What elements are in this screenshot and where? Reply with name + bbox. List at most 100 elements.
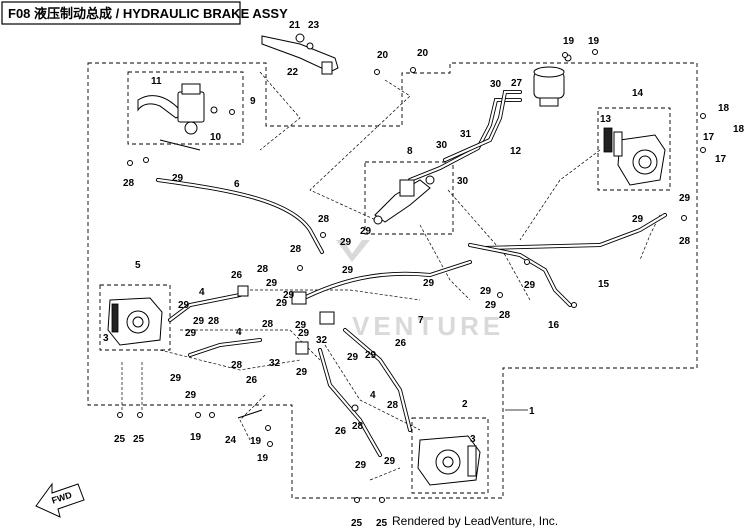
- callout-29: 29: [632, 214, 644, 225]
- callout-18: 18: [718, 103, 730, 114]
- callout-17: 17: [703, 132, 715, 143]
- callout-28: 28: [262, 319, 274, 330]
- callout-29: 29: [185, 390, 197, 401]
- callout-7: 7: [418, 315, 424, 326]
- callout-5: 5: [135, 260, 141, 271]
- assembly-frame: [87, 62, 698, 499]
- callout-29: 29: [384, 456, 396, 467]
- callout-29: 29: [172, 173, 184, 184]
- callout-20: 20: [377, 50, 389, 61]
- callout-28: 28: [208, 316, 220, 327]
- callout-13: 13: [600, 114, 612, 125]
- callout-1: 1: [529, 406, 535, 417]
- callout-14: 14: [632, 88, 644, 99]
- callout-2: 2: [462, 399, 468, 410]
- callout-28: 28: [257, 264, 269, 275]
- callout-29: 29: [342, 265, 354, 276]
- watermark: VENTURE: [336, 240, 504, 341]
- callout-3: 3: [470, 434, 476, 445]
- callout-29: 29: [295, 320, 307, 331]
- front-right-caliper: [417, 435, 481, 486]
- callout-15: 15: [598, 279, 610, 290]
- callout-29: 29: [193, 316, 205, 327]
- callout-29: 29: [170, 373, 182, 384]
- watermark-text: VENTURE: [352, 311, 504, 341]
- callout-3: 3: [103, 333, 109, 344]
- rigid-brake-lines: [408, 90, 522, 182]
- callout-20: 20: [417, 48, 429, 59]
- callout-29: 29: [679, 193, 691, 204]
- callout-28: 28: [290, 244, 302, 255]
- callout-11: 11: [151, 76, 162, 87]
- callout-26: 26: [231, 270, 243, 281]
- rear-caliper: [603, 127, 666, 186]
- callout-22: 22: [287, 67, 299, 78]
- callout-6: 6: [234, 179, 240, 190]
- callout-29: 29: [298, 328, 310, 339]
- callout-28: 28: [231, 360, 243, 371]
- callout-12: 12: [510, 146, 522, 157]
- title-block: F08 液压制动总成 / HYDRAULIC BRAKE ASSY: [1, 1, 288, 25]
- callout-25: 25: [351, 518, 363, 529]
- callout-29: 29: [480, 286, 492, 297]
- callout-31: 31: [460, 129, 472, 140]
- callout-28: 28: [123, 178, 135, 189]
- callout-27: 27: [511, 78, 523, 89]
- rear-caliper-detail-box: [597, 107, 671, 191]
- callout-28: 28: [352, 421, 364, 432]
- front-right-caliper-detail-box: [411, 417, 489, 494]
- callout-10: 10: [210, 132, 222, 143]
- tee-fittings: [237, 285, 335, 355]
- brake-fluid-reservoir: [533, 54, 572, 107]
- callout-29: 29: [296, 367, 308, 378]
- callout-28: 28: [318, 214, 330, 225]
- callout-30: 30: [436, 140, 448, 151]
- callout-19: 19: [588, 36, 600, 47]
- brake-pedal-bracket: [261, 33, 339, 75]
- callout-30: 30: [490, 79, 502, 90]
- callout-29: 29: [347, 352, 359, 363]
- callout-26: 26: [335, 426, 347, 437]
- callout-29: 29: [276, 298, 288, 309]
- callout-29: 29: [365, 350, 377, 361]
- callout-24: 24: [225, 435, 237, 446]
- callout-29: 29: [185, 328, 197, 339]
- callout-23: 23: [308, 20, 320, 31]
- callout-29: 29: [340, 237, 352, 248]
- callout-labels: 1 2 3 3 4 4 4 5 6 7 8 9 10 11 12 13 14 1…: [103, 20, 745, 529]
- callout-18: 18: [733, 124, 745, 135]
- callout-32: 32: [269, 358, 281, 369]
- callout-16: 16: [548, 320, 560, 331]
- callout-26: 26: [246, 375, 258, 386]
- callout-8: 8: [407, 146, 413, 157]
- proportioning-valve: [373, 175, 435, 225]
- footer-credit: Rendered by LeadVenture, Inc.: [392, 514, 558, 528]
- callout-29: 29: [178, 300, 190, 311]
- callout-21: 21: [289, 20, 301, 31]
- master-cylinder-detail-box: [127, 71, 244, 145]
- callout-9: 9: [250, 96, 256, 107]
- callout-26: 26: [395, 338, 407, 349]
- callout-29: 29: [485, 300, 497, 311]
- callout-19: 19: [190, 432, 202, 443]
- front-left-caliper-detail-box: [99, 284, 171, 351]
- callout-25: 25: [114, 434, 126, 445]
- callout-28: 28: [679, 236, 691, 247]
- callout-29: 29: [266, 278, 278, 289]
- leader-lines: [121, 71, 661, 481]
- callout-29: 29: [360, 226, 372, 237]
- master-cylinder: [137, 83, 235, 151]
- callout-17: 17: [715, 154, 727, 165]
- callout-19: 19: [563, 36, 575, 47]
- callout-29: 29: [423, 278, 435, 289]
- forward-arrow: FWD: [35, 482, 85, 518]
- callout-30: 30: [457, 176, 469, 187]
- callout-25: 25: [133, 434, 145, 445]
- brake-hoses: [156, 178, 667, 457]
- proportioning-valve-detail-box: [364, 161, 454, 235]
- callout-4: 4: [199, 287, 205, 298]
- callout-28: 28: [387, 400, 399, 411]
- callout-29: 29: [355, 460, 367, 471]
- callout-4: 4: [236, 327, 242, 338]
